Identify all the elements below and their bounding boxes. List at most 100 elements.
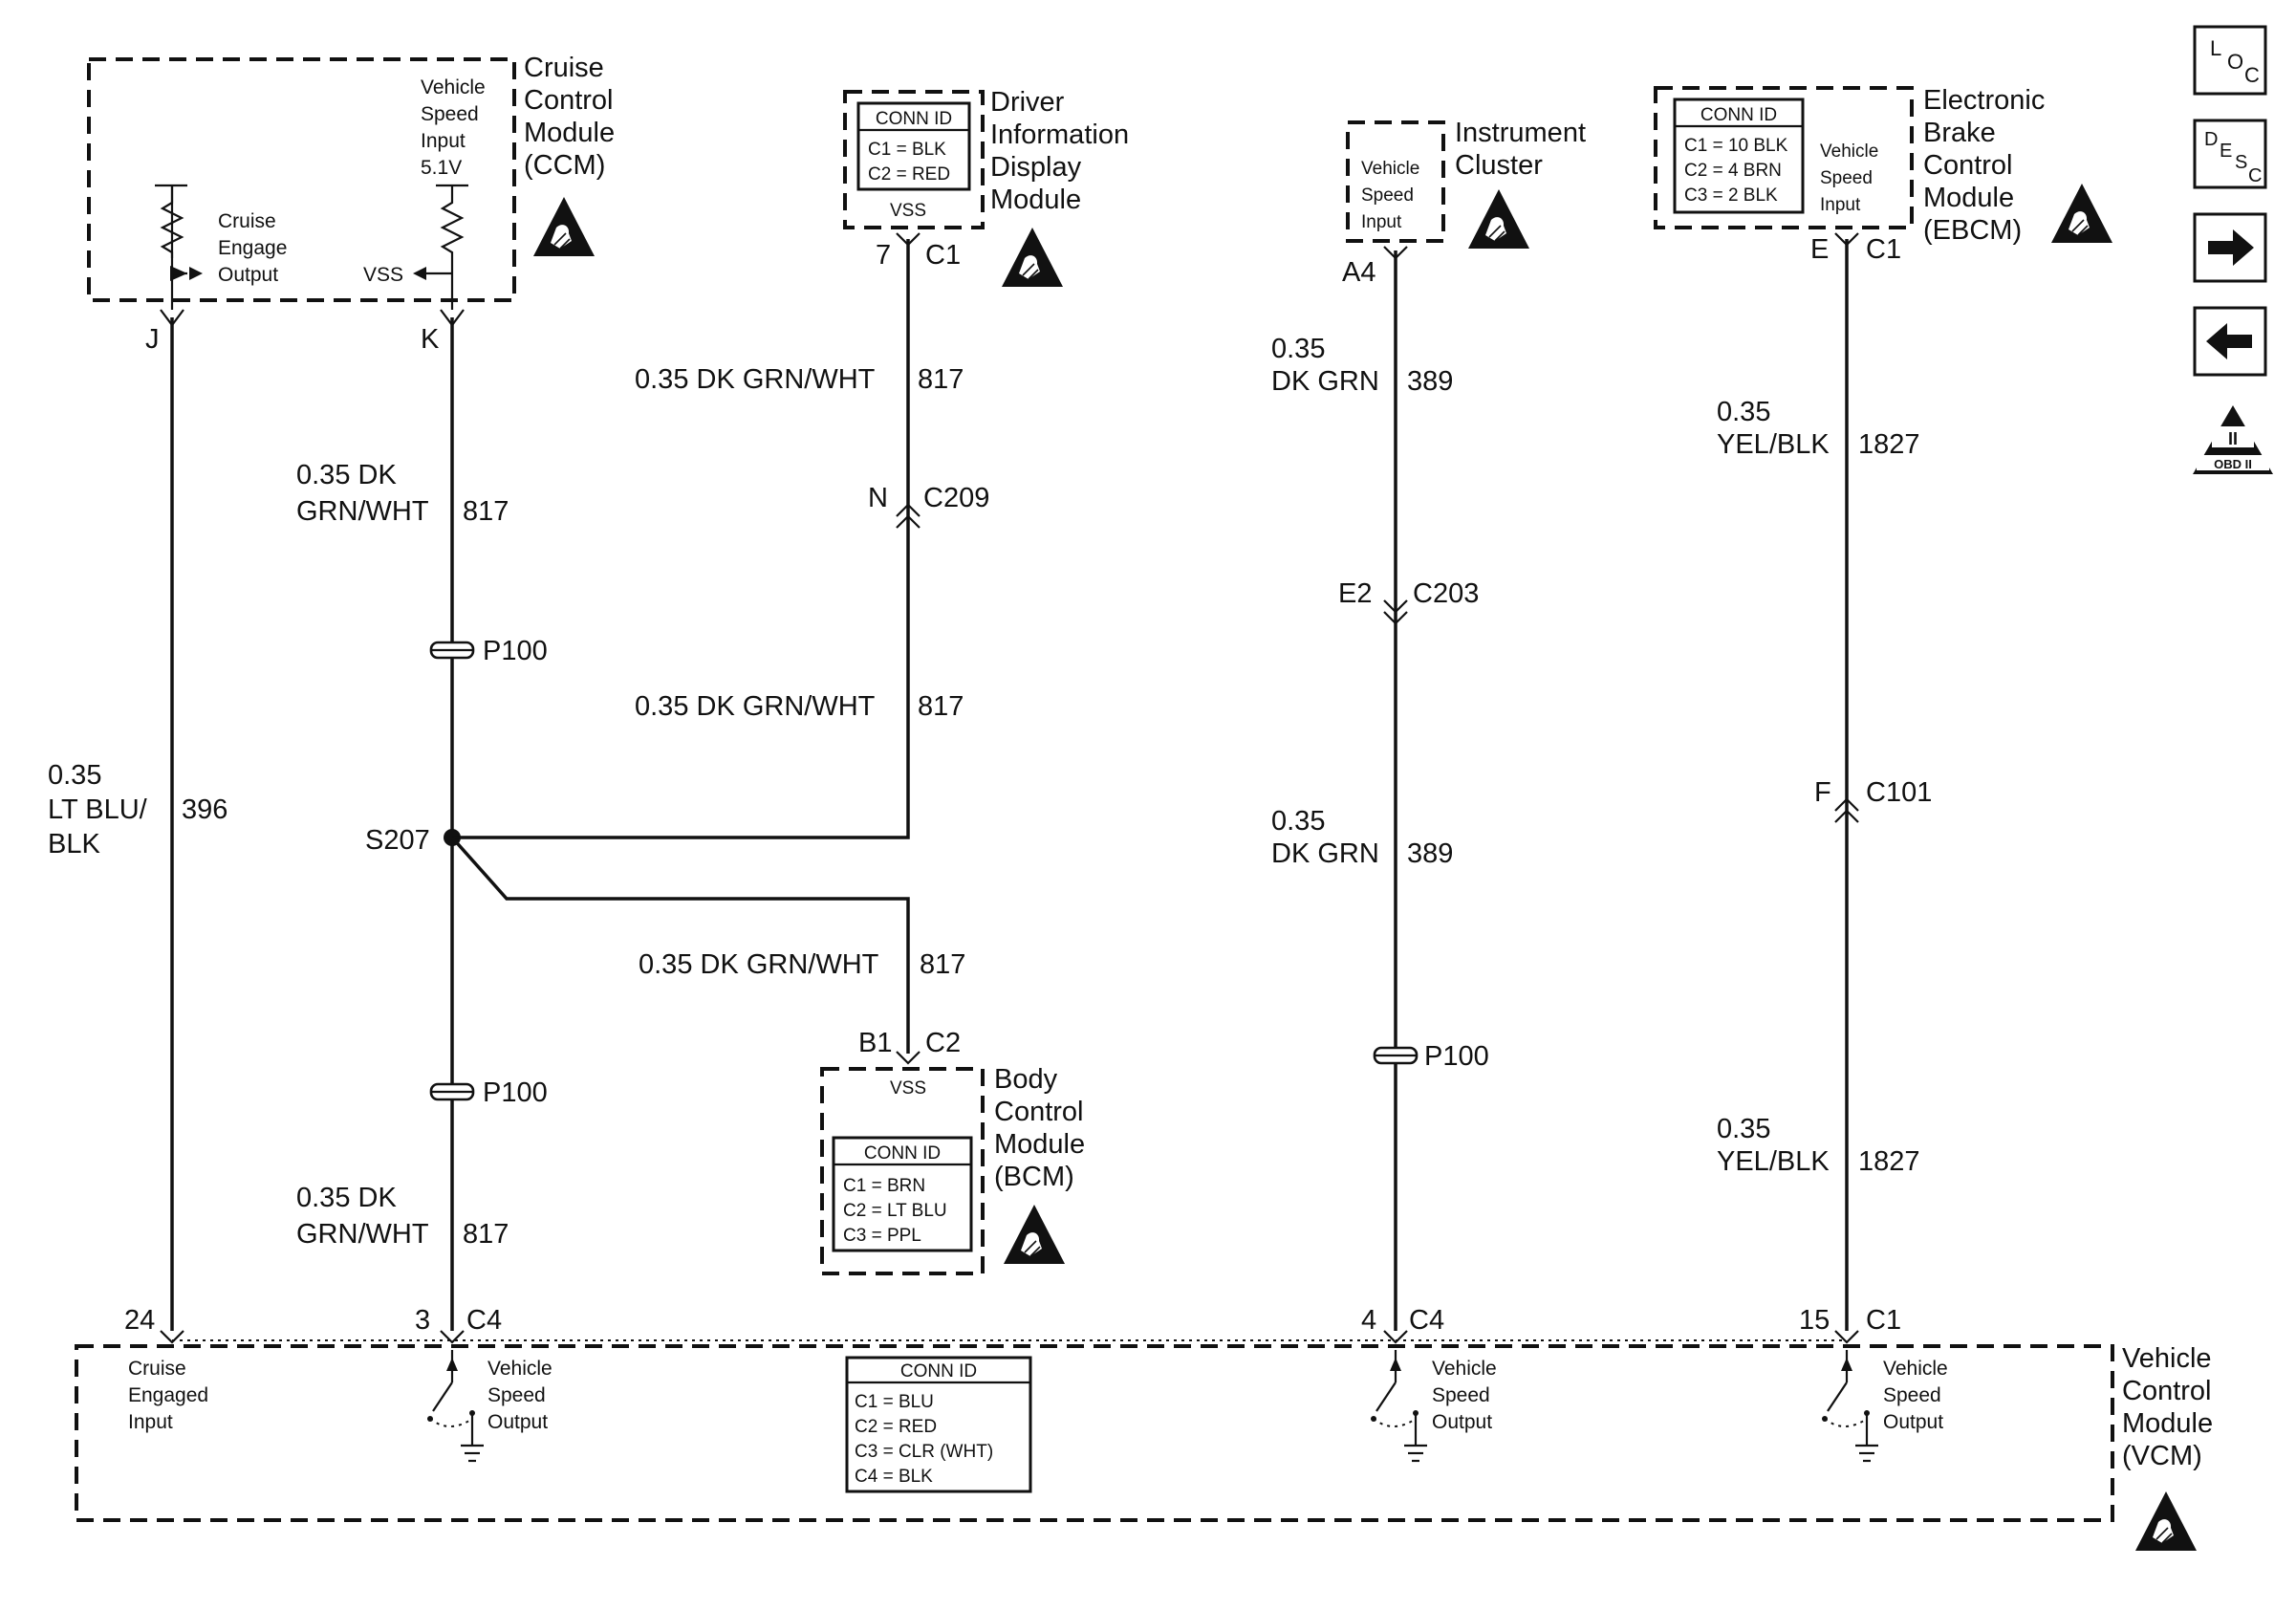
dim-name-3: Display bbox=[990, 152, 1082, 183]
ccm-k-label-2: Speed bbox=[421, 103, 479, 125]
esd-warning-icon bbox=[1467, 188, 1530, 250]
ccm-j-label-1: Cruise bbox=[218, 210, 276, 232]
bcm-conn-3: C3 = PPL bbox=[843, 1226, 921, 1246]
description-button[interactable]: D E S C bbox=[2193, 119, 2267, 189]
cruise-control-module: Cruise Control Module (CCM) Cruise Engag… bbox=[87, 53, 615, 310]
w817-dim2-circuit: 817 bbox=[918, 691, 964, 722]
w817-vcm-circuit: 817 bbox=[463, 1219, 509, 1250]
dim-pin: 7 bbox=[876, 240, 891, 271]
previous-page-button[interactable] bbox=[2193, 306, 2267, 377]
dim-conn-2: C2 = RED bbox=[868, 164, 950, 185]
w396-circuit: 396 bbox=[182, 794, 227, 825]
desc-e: E bbox=[2220, 141, 2232, 162]
ccm-k-label-4: 5.1V bbox=[421, 157, 462, 179]
w1827a-2: YEL/BLK bbox=[1717, 429, 1830, 460]
w1827a-1: 0.35 bbox=[1717, 397, 1770, 427]
obd-label: OBD II bbox=[2214, 457, 2252, 471]
vcm-pin-15: 15 bbox=[1799, 1305, 1830, 1336]
vso2-3: Output bbox=[1432, 1411, 1492, 1433]
ccm-j-label-2: Engage bbox=[218, 237, 287, 259]
loc-c: C bbox=[2244, 63, 2260, 87]
dim-conn: C1 bbox=[925, 240, 961, 271]
ic-input-2: Speed bbox=[1361, 185, 1414, 206]
vcm-cruise-3: Input bbox=[128, 1411, 173, 1433]
p100-upper-label: P100 bbox=[483, 636, 548, 666]
desc-d: D bbox=[2204, 129, 2218, 150]
esd-warning-icon bbox=[532, 196, 596, 257]
dim-name-1: Driver bbox=[990, 87, 1065, 118]
bcm-name-4: (BCM) bbox=[994, 1162, 1074, 1192]
dim-vss: VSS bbox=[890, 201, 926, 221]
esd-warning-icon bbox=[2134, 1490, 2198, 1552]
bcm-name-1: Body bbox=[994, 1064, 1058, 1095]
w389a-circuit: 389 bbox=[1407, 366, 1453, 397]
esd-warning-icon bbox=[1001, 227, 1064, 288]
vcm-pin-24: 24 bbox=[124, 1305, 155, 1336]
ebcm-input-1: Vehicle bbox=[1820, 141, 1878, 162]
next-page-button[interactable] bbox=[2193, 212, 2267, 283]
w817-vcm-1: 0.35 DK bbox=[296, 1183, 397, 1213]
ebcm-input-3: Input bbox=[1820, 195, 1861, 215]
w817-dim2-text: 0.35 DK GRN/WHT bbox=[635, 691, 876, 722]
ic-input-3: Input bbox=[1361, 212, 1402, 232]
dim-conn-id: CONN ID bbox=[876, 109, 952, 129]
ccm-pin-j: J bbox=[145, 324, 160, 355]
bcm-conn-2: C2 = LT BLU bbox=[843, 1201, 947, 1221]
vcm-cruise-2: Engaged bbox=[128, 1384, 208, 1406]
ccm-j-label-3: Output bbox=[218, 264, 278, 286]
s207-label: S207 bbox=[365, 825, 430, 856]
vcm-name-2: Control bbox=[2122, 1376, 2212, 1406]
ebcm-name-3: Control bbox=[1923, 150, 2013, 181]
vcm-conn-c4a: C4 bbox=[466, 1305, 502, 1336]
c209-label: C209 bbox=[923, 483, 989, 513]
ebcm-conn: C1 bbox=[1866, 234, 1901, 265]
w817-bcm-circuit: 817 bbox=[920, 949, 965, 980]
vcm-pin-3: 3 bbox=[415, 1305, 430, 1336]
ccm-name-4: (CCM) bbox=[524, 150, 605, 181]
p100-ic bbox=[1373, 1046, 1419, 1065]
ebcm-name-1: Electronic bbox=[1923, 85, 2045, 116]
ccm-name-2: Control bbox=[524, 85, 614, 116]
bcm-pin: B1 bbox=[858, 1028, 892, 1058]
w389b-1: 0.35 bbox=[1271, 806, 1325, 837]
esd-warning-icon bbox=[2050, 183, 2113, 244]
w1827b-2: YEL/BLK bbox=[1717, 1146, 1830, 1177]
w817-vcm-2: GRN/WHT bbox=[296, 1219, 429, 1250]
loc-o: O bbox=[2227, 50, 2243, 74]
ebcm-name-4: Module bbox=[1923, 183, 2014, 213]
ebcm-name-2: Brake bbox=[1923, 118, 1996, 148]
vcm-conn-3: C3 = CLR (WHT) bbox=[855, 1442, 993, 1462]
w817-bcm-text: 0.35 DK GRN/WHT bbox=[639, 949, 879, 980]
ebcm-conn-2: C2 = 4 BRN bbox=[1684, 161, 1782, 181]
ccm-k-label-1: Vehicle bbox=[421, 76, 486, 98]
vcm-conn-id: CONN ID bbox=[900, 1361, 977, 1382]
vso1-3: Output bbox=[487, 1411, 548, 1433]
ebcm-input-2: Speed bbox=[1820, 168, 1873, 188]
vso-switch-1: Vehicle Speed Output bbox=[427, 1350, 552, 1463]
bcm-vss: VSS bbox=[890, 1078, 926, 1099]
w817-ccm-circuit: 817 bbox=[463, 496, 509, 527]
c203-label: C203 bbox=[1413, 578, 1479, 609]
vcm-name-4: (VCM) bbox=[2122, 1441, 2202, 1471]
ccm-vss-label: VSS bbox=[363, 264, 403, 286]
location-button[interactable]: L O C bbox=[2193, 25, 2267, 96]
ic-pin: A4 bbox=[1342, 257, 1375, 288]
vso2-1: Vehicle bbox=[1432, 1358, 1497, 1380]
w817-ccm-2: GRN/WHT bbox=[296, 496, 429, 527]
w396-color-2: BLK bbox=[48, 829, 100, 859]
p100-lower-label: P100 bbox=[483, 1077, 548, 1108]
w1827a-circuit: 1827 bbox=[1858, 429, 1920, 460]
vso3-2: Speed bbox=[1883, 1384, 1941, 1406]
vcm-conn-c1: C1 bbox=[1866, 1305, 1901, 1336]
vso3-1: Vehicle bbox=[1883, 1358, 1948, 1380]
ebcm-name-5: (EBCM) bbox=[1923, 215, 2022, 246]
w1827b-1: 0.35 bbox=[1717, 1114, 1770, 1144]
ccm-pin-k: K bbox=[421, 324, 440, 355]
w396-size: 0.35 bbox=[48, 760, 101, 791]
instrument-cluster: Vehicle Speed Input Instrument Cluster bbox=[1346, 118, 1586, 250]
ic-name-2: Cluster bbox=[1455, 150, 1543, 181]
obd-mark: II bbox=[2228, 429, 2238, 448]
c209-pin: N bbox=[868, 483, 888, 513]
vso-switch-2: Vehicle Speed Output bbox=[1371, 1350, 1497, 1463]
obd-ii-icon[interactable]: II OBD II bbox=[2193, 405, 2273, 474]
